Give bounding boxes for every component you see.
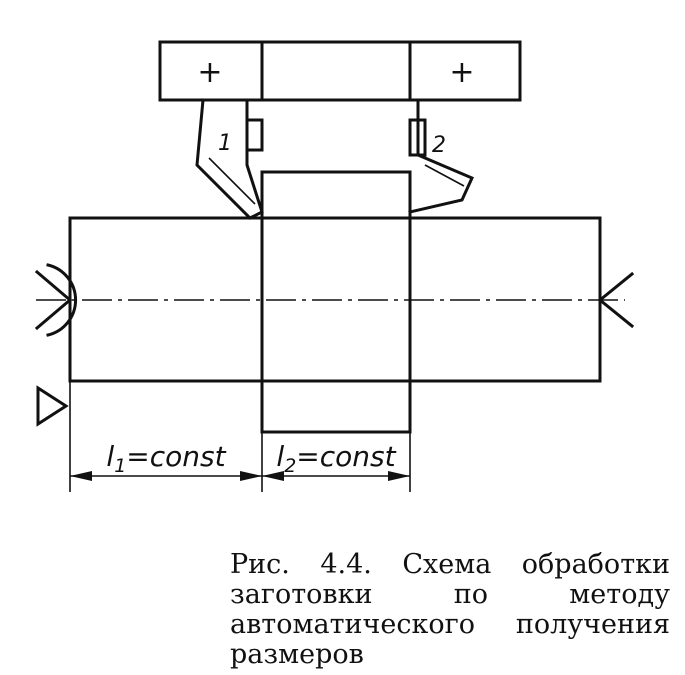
cutter-number-2: 2 — [432, 133, 446, 158]
machining-scheme-diagram: + + 1 2 — [34, 40, 635, 492]
workpiece — [68, 170, 602, 434]
dimension-l1-subscript: 1 — [114, 455, 126, 477]
dimension-label-l2: l2=const — [276, 440, 396, 477]
datum-support-symbol — [36, 385, 69, 427]
cutter-1 — [195, 98, 264, 220]
dimension-l1-symbol: l — [106, 440, 114, 473]
dimension-lines — [69, 381, 411, 492]
cutter-2 — [408, 98, 475, 214]
right-center-symbol — [597, 271, 635, 329]
dimension-label-l1: l1=const — [106, 440, 226, 477]
tool-mark-left: + — [197, 55, 222, 90]
dimension-l2-symbol: l — [276, 440, 284, 473]
tool-mark-right: + — [449, 55, 474, 90]
figure-caption: Рис. 4.4. Схема обработки заготовки по м… — [230, 549, 670, 670]
dimension-l1-value: =const — [126, 440, 226, 473]
left-center-symbol — [34, 263, 78, 337]
dimension-l2-subscript: 2 — [284, 455, 296, 477]
tool-holder — [158, 40, 522, 102]
cutter-number-1: 1 — [218, 131, 232, 156]
dimension-l2-value: =const — [296, 440, 396, 473]
